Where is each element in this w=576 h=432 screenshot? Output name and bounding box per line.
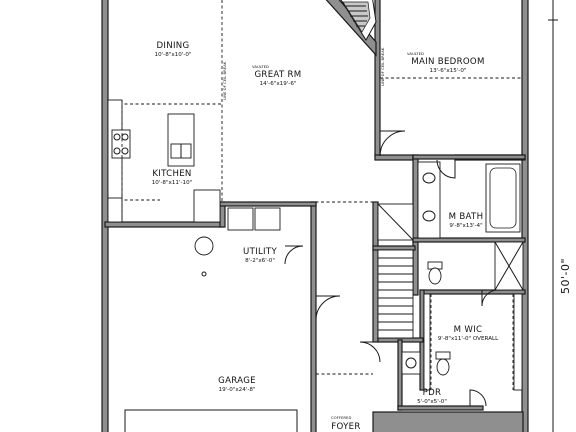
utility-size: 8'-2"x6'-0": [245, 258, 275, 264]
vanity: [417, 161, 441, 239]
main-bedroom-size: 13'-6"x15'-0": [430, 68, 467, 74]
m-bath-label: M BATH: [449, 212, 484, 222]
room-labels: DINING 10'-8"x10'-0" VAULTED GREAT RM 14…: [152, 41, 499, 432]
closet-shelf-right: [513, 293, 523, 391]
dining-size: 10'-8"x10'-0": [155, 52, 192, 58]
foyer-right-block: [372, 411, 524, 432]
pdr-size: 5'-0"x5'-0": [417, 399, 447, 405]
great-rm-size: 14'-6"x19'-6": [260, 81, 297, 87]
bathtub: [485, 163, 521, 233]
wic-door-swing: [481, 289, 499, 307]
stair-run: [377, 249, 414, 339]
stair-top-wall: [372, 245, 416, 251]
wic-top-wall: [419, 289, 526, 295]
bath-top-wall: [412, 154, 526, 160]
angled-wall: [325, 0, 377, 57]
foyer-label: FOYER: [331, 422, 360, 432]
overall-dimension: [548, 0, 558, 432]
pdr-fixtures: [401, 351, 451, 376]
fridge: [107, 197, 123, 223]
garage-right-wall: [310, 201, 317, 432]
pantry: [193, 189, 221, 223]
range: [111, 129, 131, 159]
great-rm-label: GREAT RM: [254, 70, 301, 80]
garage-top-wall: [104, 221, 224, 228]
bath-fixtures: [417, 161, 524, 291]
washer: [227, 207, 254, 231]
great-rm-tag: VAULTED: [252, 64, 269, 69]
kitchen-size: 10'-8"x11'-10": [152, 180, 193, 186]
m-wic-size: 9'-8"x11'-0" OVERALL: [438, 336, 499, 342]
kitchen-label: KITCHEN: [152, 169, 191, 179]
fireplace-hearth: [342, 1, 371, 33]
bath-left-wall: [412, 154, 419, 296]
right-exterior-wall: [521, 0, 529, 432]
dryer: [254, 207, 281, 231]
garage-door: [124, 409, 298, 432]
utility-label: UTILITY: [243, 247, 277, 257]
ceiling-note-left: LINE OF CEIL BREAK: [222, 61, 227, 100]
bath-closet-wall: [412, 237, 526, 243]
stairs: [377, 203, 414, 339]
closet-shelf-left: [423, 293, 431, 391]
overall-dimension-label: 50'-0": [559, 258, 572, 294]
garage-size: 19'-0"x24'-8": [219, 387, 256, 393]
water-heater: [194, 236, 214, 256]
doors: [284, 130, 499, 407]
m-wic-label: M WIC: [454, 325, 483, 335]
garage-door-swing: [315, 295, 341, 321]
left-exterior-wall: [101, 0, 109, 432]
utility-door-swing: [284, 245, 304, 265]
pdr-left-wall: [397, 339, 403, 411]
utility-top-wall: [219, 201, 317, 207]
main-bedroom-label: MAIN BEDROOM: [411, 57, 484, 67]
kitchen-cabinets: [107, 99, 221, 223]
foyer-tag: COFFERED: [331, 415, 351, 420]
fireplace: [325, 0, 377, 57]
dining-label: DINING: [156, 41, 189, 51]
garage-label: GARAGE: [218, 376, 256, 386]
pdr-toilet-bowl: [436, 358, 450, 376]
bedroom-bottom-wall-a: [374, 154, 414, 161]
m-bath-size: 9'-8"x13'-4": [449, 223, 483, 229]
toilet-bowl: [428, 267, 442, 285]
foyer-door-swing: [359, 341, 381, 363]
pdr-sink: [401, 351, 421, 375]
bedroom-door-swing: [379, 130, 406, 157]
pdr-door-swing: [469, 389, 487, 407]
stair-left-wall: [372, 201, 379, 343]
pdr-toilet-tank: [435, 351, 451, 360]
ceiling-lines: [108, 0, 522, 432]
main-bedroom-tag: VAULTED: [407, 51, 424, 56]
pdr-bottom-wall: [397, 405, 484, 411]
closet-shelving: [423, 293, 523, 391]
ceiling-note-right: LINE OF CEIL BREAK: [380, 47, 385, 86]
pdr-label: PDR: [423, 388, 442, 398]
utility-fixtures: [194, 207, 281, 277]
walls: [101, 0, 529, 432]
bath-door-swing: [436, 159, 456, 179]
